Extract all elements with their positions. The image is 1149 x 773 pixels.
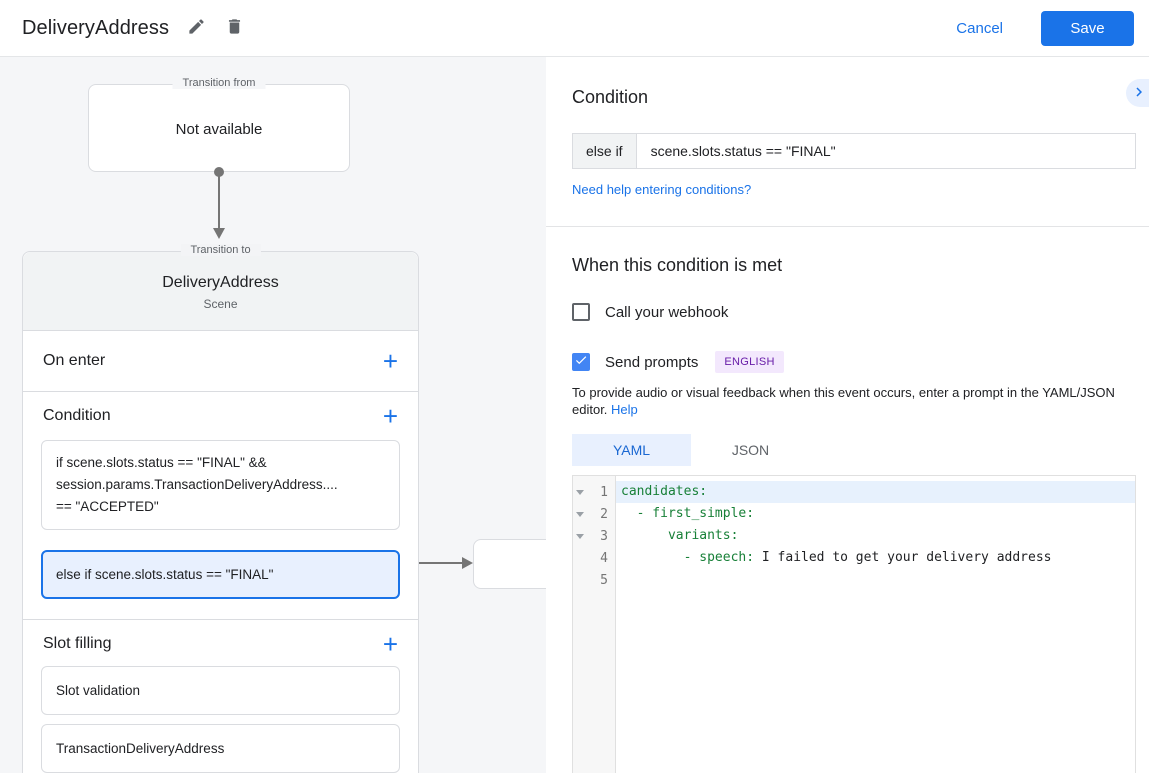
condition-expression-row: else if — [572, 133, 1136, 169]
scene-node-title: DeliveryAddress — [162, 274, 279, 291]
condition-editor-panel: Condition else if Need help entering con… — [546, 57, 1149, 773]
send-prompts-row[interactable]: Send prompts ENGLISH — [572, 351, 1136, 373]
plus-icon: + — [382, 346, 398, 376]
add-on-enter-button[interactable]: + — [382, 346, 398, 376]
condition-item[interactable]: if scene.slots.status == "FINAL" && sess… — [41, 440, 400, 530]
transition-target-node[interactable] — [473, 539, 546, 589]
transition-to-card: Transition to DeliveryAddress Scene On e… — [22, 244, 419, 773]
editor-tabs: YAML JSON — [572, 434, 1136, 466]
tab-json[interactable]: JSON — [691, 434, 810, 466]
send-prompts-checkbox[interactable] — [572, 353, 590, 371]
delete-scene-button[interactable] — [220, 14, 248, 42]
scene-diagram-canvas: Transition from Not available Transition… — [0, 57, 546, 773]
fold-arrow-icon[interactable] — [573, 490, 587, 495]
pencil-icon — [187, 17, 206, 39]
condition-met-title: When this condition is met — [572, 255, 783, 275]
yaml-code-editor[interactable]: 1 2 3 4 5 candidates: - first_simple: va… — [572, 475, 1136, 773]
editor-gutter: 1 2 3 4 5 — [573, 476, 616, 773]
call-webhook-checkbox[interactable] — [572, 303, 590, 321]
add-condition-button[interactable]: + — [382, 401, 398, 431]
send-prompts-label: Send prompts — [605, 353, 699, 371]
panel-divider — [546, 226, 1149, 227]
code-line: variants: — [621, 528, 739, 543]
slot-filling-section: Slot filling + Slot validation Transacti… — [23, 620, 418, 773]
slot-item[interactable]: TransactionDeliveryAddress — [41, 724, 400, 773]
editor-code-area[interactable]: candidates: - first_simple: variants: - … — [616, 476, 1135, 773]
condition-item-selected[interactable]: else if scene.slots.status == "FINAL" — [41, 550, 400, 599]
condition-section: Condition + if scene.slots.status == "FI… — [23, 392, 418, 620]
condition-help-link[interactable]: Need help entering conditions? — [572, 182, 752, 197]
on-enter-title: On enter — [43, 352, 106, 369]
save-button[interactable]: Save — [1041, 10, 1134, 46]
chevron-right-icon — [1130, 83, 1148, 104]
code-line: - speech: I failed to get your delivery … — [621, 550, 1052, 565]
checkmark-icon — [574, 353, 588, 372]
collapse-panel-button[interactable] — [1126, 79, 1149, 107]
fold-arrow-icon[interactable] — [573, 534, 587, 539]
scene-node-header[interactable]: Transition to DeliveryAddress Scene — [23, 244, 418, 331]
rename-scene-button[interactable] — [182, 14, 210, 42]
on-enter-section: On enter + — [23, 331, 418, 392]
condition-prefix-label: else if — [573, 134, 637, 168]
condition-expression-input[interactable] — [636, 134, 1135, 168]
page-title: DeliveryAddress — [22, 16, 170, 39]
slot-filling-title: Slot filling — [43, 635, 112, 652]
code-line: - first_simple: — [621, 506, 755, 521]
call-webhook-row[interactable]: Call your webhook — [572, 303, 1136, 321]
tab-yaml[interactable]: YAML — [572, 434, 691, 466]
help-link[interactable]: Help — [611, 402, 638, 417]
condition-section-title: Condition — [43, 407, 111, 424]
cancel-button[interactable]: Cancel — [944, 12, 1015, 45]
plus-icon: + — [382, 629, 398, 659]
prompt-description: To provide audio or visual feedback when… — [572, 385, 1115, 417]
panel-title: Condition — [572, 87, 649, 107]
code-line — [616, 569, 1135, 591]
call-webhook-label: Call your webhook — [605, 303, 729, 321]
topbar-actions: Cancel Save — [944, 10, 1149, 46]
transition-from-content: Not available — [175, 121, 263, 138]
top-bar: DeliveryAddress Cancel Save — [0, 0, 1149, 57]
fold-arrow-icon[interactable] — [573, 512, 587, 517]
transition-from-node: Transition from Not available — [88, 77, 350, 172]
scene-node-subtitle: Scene — [203, 297, 238, 311]
code-line: candidates: — [616, 481, 1135, 503]
plus-icon: + — [382, 401, 398, 431]
transition-from-label: Transition from — [172, 77, 266, 89]
add-slot-button[interactable]: + — [382, 629, 398, 659]
transition-to-label: Transition to — [180, 244, 261, 256]
slot-item[interactable]: Slot validation — [41, 666, 400, 715]
trash-icon — [225, 17, 244, 39]
language-badge: ENGLISH — [715, 351, 784, 373]
